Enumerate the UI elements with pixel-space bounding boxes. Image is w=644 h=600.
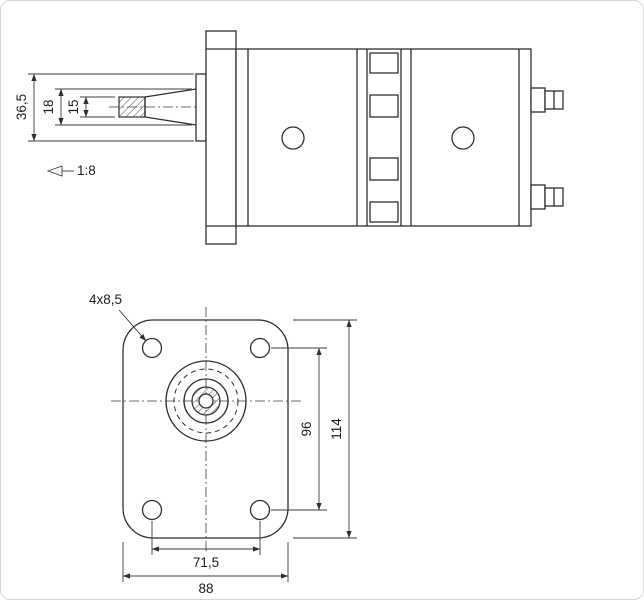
bearing-circle (183, 378, 229, 424)
dim-label-mounting-holes: 4x8,5 (89, 292, 122, 307)
pilot-spigot-circle (165, 360, 247, 442)
dim-label-taper-ratio: 1:8 (77, 163, 96, 178)
dimension-flange-width: 88 (122, 542, 289, 596)
bolt-shank-bottom (530, 184, 546, 210)
dim-label-flange-width: 88 (198, 581, 213, 596)
flange-face (122, 319, 289, 539)
holes-callout: 4x8,5 (89, 292, 147, 342)
dim-label-hub-diameter: 36,5 (14, 94, 29, 120)
dimension-hole-spacing-vertical: 96 (271, 347, 327, 511)
section-junction (356, 49, 412, 226)
side-view: 36,5 18 15 1:8 (14, 30, 564, 245)
flange-plate-outline (122, 319, 289, 539)
taper-callout: 1:8 (46, 163, 96, 178)
dimension-hole-spacing-horizontal: 71,5 (151, 521, 261, 570)
holes-leader-line (118, 309, 147, 342)
mounting-hole-bottom-left (141, 499, 163, 521)
center-boss (111, 307, 301, 553)
shaft-hub-boss (195, 73, 207, 142)
dimension-hub-diameter: 36,5 (14, 73, 194, 142)
port-plug-left (281, 126, 305, 150)
front-view: 4x8,5 96 114 71,5 88 (89, 292, 357, 596)
dimension-flange-height: 114 (293, 319, 357, 539)
dim-label-hole-spacing-horizontal: 71,5 (193, 555, 219, 570)
shaft-taper-bottom (144, 116, 197, 126)
dimension-taper-major: 18 (41, 88, 192, 126)
dim-label-taper-major: 18 (41, 99, 56, 114)
shaft-splined-end (118, 96, 146, 118)
dim-label-hole-spacing-vertical: 96 (299, 421, 314, 436)
seal-dashed-circle (173, 368, 239, 434)
shaft-taper-top (144, 88, 197, 98)
mounting-hole-bottom-right (249, 499, 271, 521)
port-plug-right (451, 126, 475, 150)
dim-label-shaft-end: 15 (66, 99, 81, 114)
taper-cone-icon (46, 165, 63, 177)
flange-outline (205, 30, 237, 245)
junction-tab-bottom (369, 201, 399, 223)
body-outline (235, 48, 532, 227)
drive-shaft (109, 73, 259, 142)
dim-label-flange-height: 114 (329, 418, 344, 440)
junction-bolt-upper (369, 94, 399, 118)
junction-tab-top (369, 52, 399, 74)
pump-body (235, 48, 532, 227)
mounting-hole-top-left (141, 337, 163, 359)
shaft-bore-circle (198, 393, 214, 409)
mounting-hole-top-right (249, 337, 271, 359)
bolt-shank-top (530, 87, 546, 113)
rear-cover-bolts (530, 87, 564, 210)
dimension-shaft-end: 15 (66, 96, 115, 118)
junction-bolt-lower (369, 157, 399, 181)
mounting-flange-plate (205, 30, 237, 245)
